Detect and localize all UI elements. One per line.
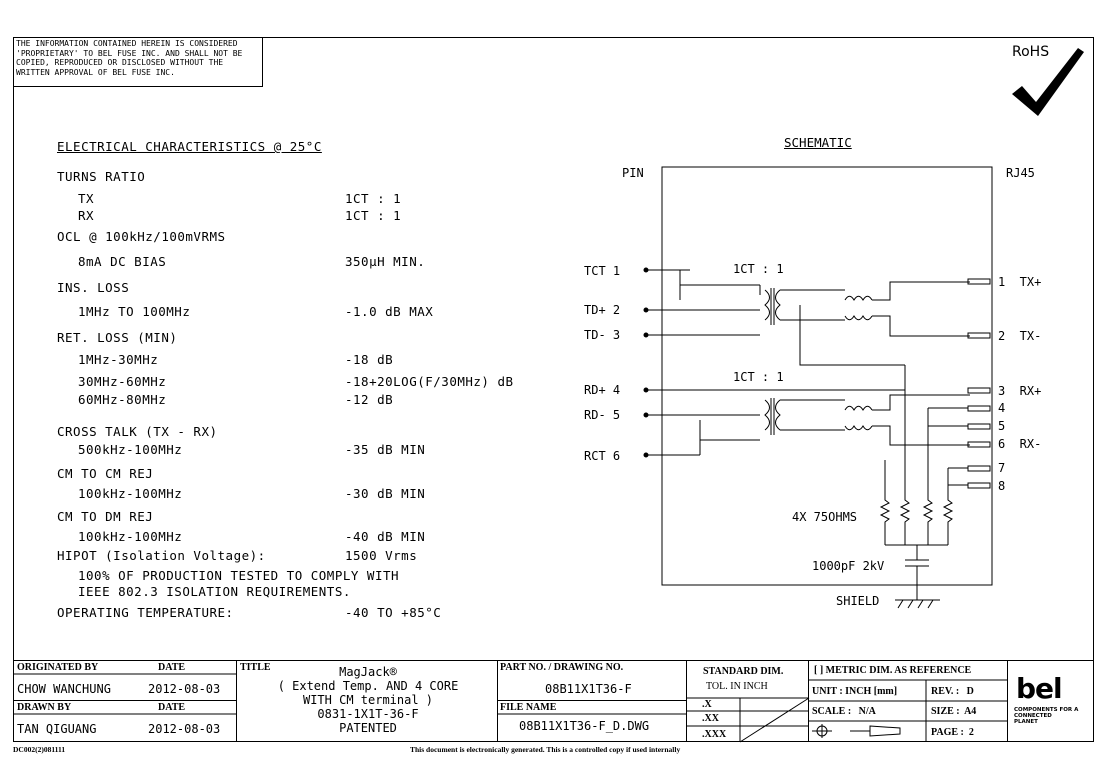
rj45-pin-label: 4 [998, 401, 1005, 415]
left-pin-label: RD- 5 [584, 408, 620, 422]
spec-label: OCL @ 100kHz/100mVRMS [57, 229, 226, 244]
scale: SCALE : N/A [812, 706, 876, 717]
spec-value: -1.0 dB MAX [345, 304, 434, 319]
spec-label: CM TO DM REJ [57, 509, 154, 524]
spec-label: TURNS RATIO [57, 169, 146, 184]
bel-logo: bel [1016, 672, 1063, 705]
spec-value: -40 TO +85°C [345, 605, 442, 620]
part-number: 08B11X1T36-F [545, 682, 632, 696]
capacitor-label: 1000pF 2kV [812, 559, 884, 573]
schematic-title: SCHEMATIC [784, 135, 852, 150]
footer-notice: This document is electronically generate… [410, 745, 681, 754]
title-line: WITH CM terminal ) [302, 693, 434, 707]
originated-by: CHOW WANCHUNG [17, 682, 111, 696]
page-number: PAGE : 2 [931, 727, 974, 738]
title-line: ( Extend Temp. AND 4 CORE [277, 679, 459, 693]
spec-label: 60MHz-80MHz [78, 392, 167, 407]
rj45-header: RJ45 [1006, 166, 1035, 180]
rj45-pin-label: 8 [998, 479, 1005, 493]
originated-date: 2012-08-03 [148, 682, 221, 696]
rj45-pin-label: 2 TX- [998, 329, 1041, 343]
part-label: PART NO. / DRAWING NO. [500, 662, 624, 673]
spec-label: 1MHz TO 100MHz [78, 304, 191, 319]
rohs-check-icon [1012, 48, 1084, 116]
spec-value: -12 dB [345, 392, 394, 407]
spec-label: CROSS TALK (TX - RX) [57, 424, 218, 439]
spec-label: 500kHz-100MHz [78, 442, 183, 457]
title-line: MagJack® [339, 665, 397, 679]
drawn-by-label: DRAWN BY [17, 702, 72, 713]
rohs-label: RoHS [1012, 44, 1050, 60]
spec-label: RET. LOSS (MIN) [57, 330, 178, 345]
tx-ratio: 1CT : 1 [733, 262, 784, 276]
schematic-diagram: PIN RJ45 1CT : 1 1CT : 1 4X 75OHMS 1000p… [584, 166, 1041, 609]
unit-label: UNIT : INCH [mm] [812, 686, 898, 697]
title-line: 0831-1X1T-36-F [317, 707, 419, 721]
left-pin-label: RD+ 4 [584, 383, 620, 397]
spec-value: -35 dB MIN [345, 442, 426, 457]
std-dim-label: STANDARD DIM. [703, 666, 784, 677]
tol-x: .X [702, 699, 712, 710]
title-label: TITLE [240, 662, 271, 673]
revision: REV. : D [931, 686, 974, 697]
spec-value: -40 dB MIN [345, 529, 426, 544]
drawn-by: TAN QIGUANG [17, 722, 97, 736]
rj45-pin-label: 5 [998, 419, 1005, 433]
tol-xx: .XX [702, 713, 719, 724]
drawn-date: 2012-08-03 [148, 722, 221, 736]
electrical-heading: ELECTRICAL CHARACTERISTICS @ 25°C [57, 139, 322, 154]
spec-value: -30 dB MIN [345, 486, 426, 501]
file-label: FILE NAME [500, 702, 557, 713]
spec-label: 1MHz-30MHz [78, 352, 159, 367]
spec-label: TX [78, 191, 95, 206]
spec-label: INS. LOSS [57, 280, 130, 295]
date-label-2: DATE [158, 702, 186, 713]
spec-value: 1CT : 1 [345, 191, 402, 206]
doc-code: DC002(2)081111 [13, 745, 66, 754]
rj45-pin-label: 3 RX+ [998, 384, 1041, 398]
spec-label: IEEE 802.3 ISOLATION REQUIREMENTS. [78, 584, 351, 599]
spec-label: RX [78, 208, 95, 223]
sheet-size: SIZE : A4 [931, 706, 977, 717]
title-line: PATENTED [339, 721, 397, 735]
rx-ratio: 1CT : 1 [733, 370, 784, 384]
left-pin-label: TD+ 2 [584, 303, 620, 317]
proprietary-notice: THE INFORMATION CONTAINED HEREIN IS CONS… [13, 37, 263, 87]
spec-label: 100kHz-100MHz [78, 529, 183, 544]
metric-reference: [ ] METRIC DIM. AS REFERENCE [814, 665, 972, 676]
pin-header: PIN [622, 166, 644, 180]
spec-label: 100kHz-100MHz [78, 486, 183, 501]
resistor-label: 4X 75OHMS [792, 510, 857, 524]
left-pin-label: TCT 1 [584, 264, 620, 278]
bel-tagline: COMPONENTS FOR A CONNECTED PLANET [1014, 707, 1079, 725]
tol-inch-label: TOL. IN INCH [706, 681, 768, 692]
rj45-pin-label: 1 TX+ [998, 275, 1041, 289]
left-pin-label: RCT 6 [584, 449, 620, 463]
spec-value: 350µH MIN. [345, 254, 426, 269]
rj45-pin-label: 7 [998, 461, 1005, 475]
spec-label: 8mA DC BIAS [78, 254, 167, 269]
date-label: DATE [158, 662, 186, 673]
file-name: 08B11X1T36-F_D.DWG [519, 719, 650, 733]
spec-label: CM TO CM REJ [57, 466, 154, 481]
rj45-pin-label: 6 RX- [998, 437, 1041, 451]
spec-value: 1500 Vrms [345, 548, 418, 563]
spec-value: -18 dB [345, 352, 394, 367]
spec-label: HIPOT (Isolation Voltage): [57, 548, 266, 563]
originated-by-label: ORIGINATED BY [17, 662, 99, 673]
spec-label: 100% OF PRODUCTION TESTED TO COMPLY WITH [78, 568, 400, 583]
shield-label: SHIELD [836, 594, 879, 608]
spec-label: 30MHz-60MHz [78, 374, 167, 389]
spec-value: 1CT : 1 [345, 208, 402, 223]
tol-xxx: .XXX [702, 729, 727, 740]
spec-label: OPERATING TEMPERATURE: [57, 605, 234, 620]
spec-value: -18+20LOG(F/30MHz) dB [345, 374, 514, 389]
left-pin-label: TD- 3 [584, 328, 620, 342]
